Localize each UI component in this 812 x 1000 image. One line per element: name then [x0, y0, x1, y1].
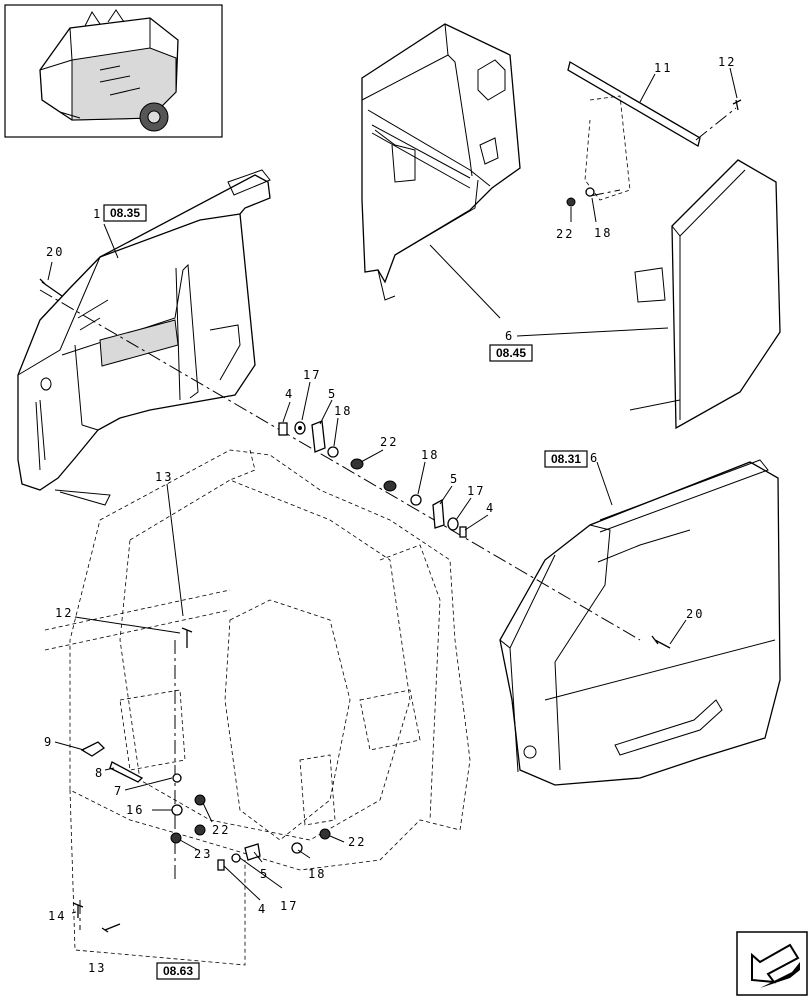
washer-icon: [585, 187, 595, 197]
callout-6: 6: [590, 451, 599, 465]
callout-22: 22: [212, 823, 230, 837]
callout-17: 17: [280, 899, 298, 913]
svg-text:08.31: 08.31: [551, 452, 581, 466]
nut-icon: [170, 832, 182, 844]
nut-icon: [319, 828, 331, 840]
svg-text:08.63: 08.63: [163, 964, 193, 978]
washer-icon: [447, 517, 459, 531]
washer-icon: [172, 773, 182, 783]
baler-thumbnail-icon: [39, 9, 179, 132]
bolt-icon: [72, 902, 84, 918]
right-side-shield-assembly: [499, 459, 781, 786]
navigation-arrow-icon: [736, 931, 808, 996]
callout-11: 11: [654, 61, 672, 75]
nut-icon: [194, 794, 206, 806]
callout-5: 5: [260, 867, 269, 881]
baler-thumbnail-inset: [4, 4, 223, 138]
callout-22: 22: [380, 435, 398, 449]
nut-icon: [566, 197, 576, 207]
bolt-icon: [651, 635, 671, 649]
bracket-icon: [244, 843, 261, 861]
callout-22: 22: [348, 835, 366, 849]
callout-18: 18: [334, 404, 352, 418]
callout-8: 8: [95, 766, 104, 780]
bracket-icon: [311, 420, 326, 453]
bolt-icon: [39, 278, 63, 297]
upper-center-panel: [361, 23, 521, 301]
nut-icon: [350, 458, 364, 470]
callout-4: 4: [486, 501, 495, 515]
callout-17: 17: [467, 484, 485, 498]
callout-9: 9: [44, 735, 53, 749]
washer-icon: [294, 421, 306, 435]
leader-lines: [47, 67, 738, 914]
bolt-icon: [101, 923, 121, 933]
callout-5: 5: [450, 472, 459, 486]
clip-icon: [278, 422, 288, 436]
svg-text:08.35: 08.35: [110, 206, 140, 220]
upper-right-panel: [567, 61, 781, 430]
spring-icon: [109, 761, 144, 783]
clip-icon: [459, 526, 467, 538]
bolt-icon: [732, 99, 742, 111]
callout-18: 18: [421, 448, 439, 462]
washer-icon: [171, 804, 183, 816]
callout-13: 13: [155, 470, 173, 484]
bolt-icon: [181, 627, 193, 648]
ref-0863: 08.63: [156, 962, 200, 980]
handle-icon: [80, 741, 106, 757]
ref-0831: 08.31: [544, 450, 588, 468]
clip-icon: [217, 859, 225, 871]
callout-labels: 1 20 4 17 5 18 22 18 5 17 4 13 12 11 12 …: [44, 55, 736, 975]
callout-22: 22: [556, 227, 574, 241]
callout-18: 18: [308, 867, 326, 881]
callout-18: 18: [594, 226, 612, 240]
svg-text:08.45: 08.45: [496, 346, 526, 360]
callout-16: 16: [126, 803, 144, 817]
callout-4: 4: [285, 387, 294, 401]
washer-icon: [327, 446, 339, 458]
bracket-icon: [432, 498, 445, 529]
callout-23: 23: [194, 847, 212, 861]
callout-20: 20: [686, 607, 704, 621]
nut-icon: [383, 480, 397, 492]
washer-icon: [231, 853, 241, 863]
callout-5: 5: [328, 387, 337, 401]
callout-13: 13: [88, 961, 106, 975]
callout-14: 14: [48, 909, 66, 923]
callout-17: 17: [303, 368, 321, 382]
callout-1: 1: [93, 207, 102, 221]
callout-20: 20: [46, 245, 64, 259]
ref-0845: 08.45: [489, 344, 533, 362]
washer-icon: [410, 494, 422, 506]
left-side-shield-assembly: [17, 169, 271, 506]
callout-6: 6: [505, 329, 514, 343]
callout-12: 12: [718, 55, 736, 69]
baler-frame: [44, 449, 471, 966]
callout-4: 4: [258, 902, 267, 916]
callout-12: 12: [55, 606, 73, 620]
ref-0835: 08.35: [103, 204, 147, 222]
callout-7: 7: [114, 784, 123, 798]
nut-icon: [194, 824, 206, 836]
